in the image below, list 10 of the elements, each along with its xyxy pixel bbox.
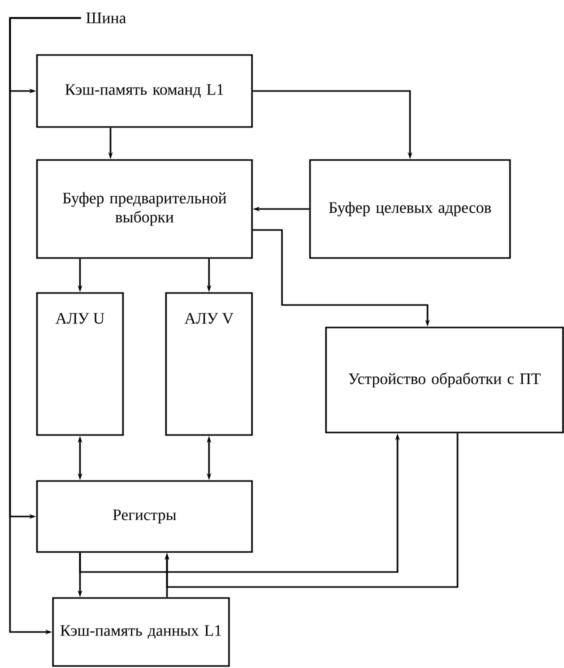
block-box: Буфер предварительной выборки: [36, 159, 253, 259]
block-box: Буфер целевых адресов: [309, 159, 511, 259]
block-box: Устройство обработки с ПТ: [325, 326, 564, 434]
block-box: Регистры: [36, 480, 253, 553]
block-box: АЛУ U: [36, 292, 124, 436]
block-box: Кэш-память команд L1: [36, 54, 253, 128]
arrow: [164, 433, 458, 588]
block-box: АЛУ V: [165, 292, 253, 436]
bus-label: Шина: [86, 12, 126, 24]
block-box: Кэш-память данных L1: [52, 597, 230, 667]
